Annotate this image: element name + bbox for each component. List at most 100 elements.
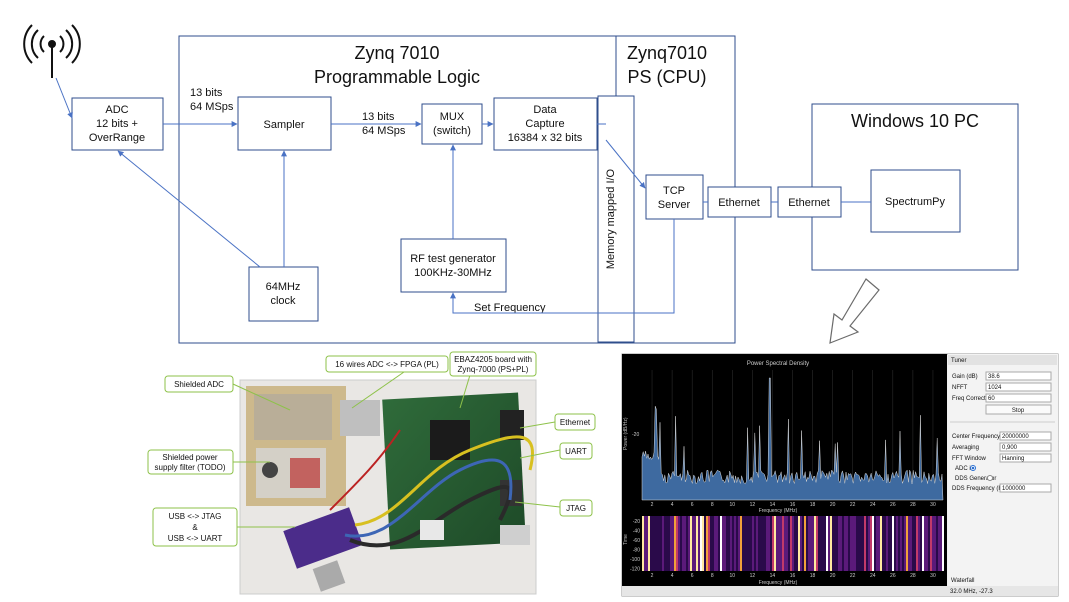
callout-usb-text-1: USB <-> JTAG <box>169 512 222 521</box>
gain-label: Gain (dB) <box>952 374 978 380</box>
averaging-input[interactable] <box>999 442 1052 452</box>
waterfall-stripe <box>692 516 694 571</box>
clock-label-1: 64MHz <box>266 281 301 293</box>
rfgen-label-1: RF test generator <box>410 253 496 265</box>
waterfall-stripe <box>706 516 708 571</box>
psd-trace <box>641 377 944 501</box>
clock-to-adc-arrow <box>117 150 261 268</box>
psd-xtick: 8 <box>711 502 714 508</box>
psd-xtick: 4 <box>671 502 674 508</box>
waterfall-stripe <box>938 516 940 571</box>
sampler-block <box>237 96 332 151</box>
set-frequency-arrow <box>450 219 675 314</box>
ethernet-block-1 <box>707 186 772 218</box>
mux-label-2: (switch) <box>433 125 471 137</box>
stop-button[interactable] <box>985 404 1052 415</box>
status-bar <box>622 586 1058 596</box>
psd-ylabel: Power (dB/Hz) <box>623 417 629 450</box>
waterfall-section-label: Waterfall <box>951 578 974 584</box>
waterfall-xtick: 16 <box>790 573 796 579</box>
callout-shielded-adc <box>164 375 234 393</box>
waterfall-stripe <box>730 516 732 571</box>
waterfall-xtick: 14 <box>770 573 776 579</box>
sampler-label: Sampler <box>264 119 305 131</box>
tcp-block <box>645 174 704 220</box>
dds-generator-label: DDS Generator <box>955 476 996 482</box>
waterfall-stripe <box>796 516 798 571</box>
waterfall-stripe <box>724 516 726 571</box>
waterfall-ytick: -80 <box>633 548 640 554</box>
waterfall-stripe <box>712 516 714 571</box>
waterfall-stripe <box>690 516 692 571</box>
gain-select[interactable] <box>985 371 1052 381</box>
waterfall-stripe <box>838 516 840 571</box>
pl-title-line1: Zynq 7010 <box>354 43 439 63</box>
callout-usb-text-3: USB <-> UART <box>168 534 223 543</box>
mux-block <box>421 103 483 145</box>
waterfall-stripe <box>744 516 746 571</box>
adc-rate-1: 13 bits <box>190 87 223 99</box>
stop-button-label: Stop <box>1012 408 1025 414</box>
waterfall-stripe <box>750 516 752 571</box>
center-frequency-input[interactable] <box>999 431 1052 441</box>
waterfall-stripe <box>650 516 652 571</box>
waterfall-stripe <box>770 516 772 571</box>
dds-generator-radio[interactable] <box>987 475 993 481</box>
psd-xtick: 16 <box>790 502 796 508</box>
ps-title-line1: Zynq7010 <box>627 43 707 63</box>
waterfall-xtick: 26 <box>890 573 896 579</box>
waterfall-stripe <box>842 516 844 571</box>
adc-label-1: ADC <box>105 104 128 116</box>
waterfall-stripe <box>738 516 740 571</box>
photo-callouts: 16 wires ADC <-> FPGA (PL) EBAZ4205 boar… <box>147 351 596 547</box>
waterfall-stripe <box>708 516 710 571</box>
waterfall-ytick: -60 <box>633 538 640 544</box>
nfft-value: 1024 <box>988 385 1002 391</box>
sampler-rate-1: 13 bits <box>362 111 395 123</box>
freq-correction-input[interactable] <box>985 393 1052 403</box>
waterfall-stripe <box>822 516 824 571</box>
adc-rate-2: 64 MSps <box>190 101 234 113</box>
waterfall-stripe <box>832 516 834 571</box>
waterfall-stripe <box>858 516 860 571</box>
waterfall-stripe <box>648 516 650 571</box>
waterfall-stripe <box>768 516 770 571</box>
waterfall-stripe <box>850 516 852 571</box>
waterfall-stripe <box>704 516 706 571</box>
waterfall-stripe <box>740 516 742 571</box>
waterfall-stripe <box>644 516 646 571</box>
nfft-select[interactable] <box>985 382 1052 392</box>
tcp-label-2: Server <box>658 199 691 211</box>
waterfall-stripe <box>790 516 792 571</box>
adc-block <box>71 97 164 151</box>
waterfall-stripe <box>906 516 908 571</box>
waterfall-stripe <box>896 516 898 571</box>
waterfall-stripe <box>810 516 812 571</box>
status-text: 32.0 MHz, -27.3 <box>950 589 993 595</box>
waterfall-stripe <box>678 516 680 571</box>
waterfall-stripe <box>828 516 830 571</box>
callout-usb <box>152 507 238 547</box>
tuner-panel-title: Tuner <box>951 358 966 364</box>
waterfall-stripe <box>834 516 836 571</box>
waterfall-stripe <box>826 516 828 571</box>
callout-uart-text: UART <box>565 447 587 456</box>
waterfall-stripe <box>890 516 892 571</box>
psd-xtick: 2 <box>651 502 654 508</box>
waterfall-stripe <box>866 516 868 571</box>
waterfall-stripe <box>844 516 846 571</box>
psd-xtick: 30 <box>930 502 936 508</box>
waterfall-stripe <box>888 516 890 571</box>
waterfall-stripe <box>668 516 670 571</box>
waterfall-stripe <box>936 516 938 571</box>
fft-window-select[interactable] <box>999 453 1052 463</box>
waterfall-xtick: 28 <box>910 573 916 579</box>
memory-to-tcp-arrow <box>605 139 646 189</box>
gain-value: 38.6 <box>988 374 1000 380</box>
waterfall-stripe <box>874 516 876 571</box>
dds-frequency-input[interactable] <box>999 483 1052 493</box>
fft-window-label: FFT Window <box>952 456 987 462</box>
waterfall-stripe <box>846 516 848 571</box>
waterfall-xlabel: Frequency (MHz) <box>759 580 798 586</box>
waterfall-stripe <box>756 516 758 571</box>
